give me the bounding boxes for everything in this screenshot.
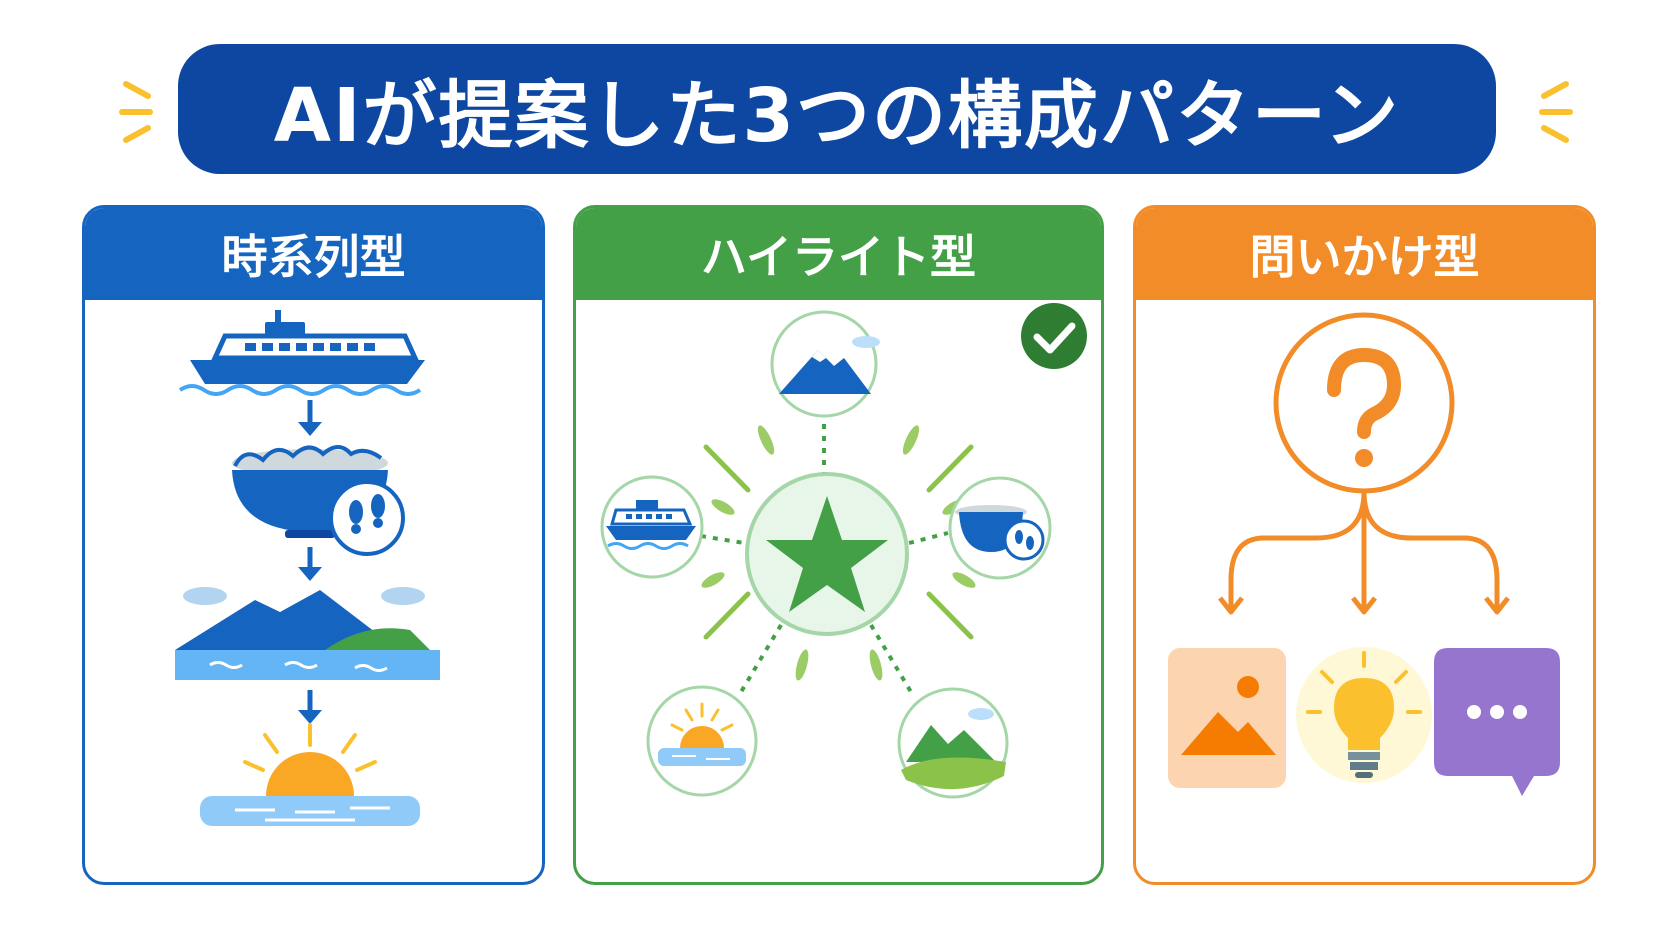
- ramen-bowl-icon: [948, 476, 1052, 580]
- mountain-lake-icon: [175, 587, 440, 680]
- highlight-diagram: [600, 303, 1087, 799]
- question-mark-icon: [1273, 312, 1455, 494]
- sunset-icon: [646, 685, 758, 797]
- card-label: ハイライト型: [700, 230, 977, 284]
- card-header-chronological: 時系列型: [85, 208, 542, 300]
- radiating-rays: [703, 444, 974, 640]
- title-banner: AIが提案した3つの構成パターン: [178, 44, 1496, 174]
- arrow-down-icon: [298, 547, 322, 581]
- star-icon: [745, 472, 909, 636]
- green-hills-icon: [897, 687, 1009, 799]
- mountain-icon: [770, 310, 880, 418]
- right-sparkle-icon: [1539, 81, 1573, 143]
- question-diagram: [1168, 312, 1560, 796]
- card-question[interactable]: 問いかけ型: [1133, 205, 1596, 885]
- sunset-icon: [200, 723, 420, 826]
- card-chronological[interactable]: 時系列型: [82, 205, 545, 885]
- image-icon: [1168, 648, 1286, 788]
- branch-arrows: [1218, 491, 1510, 615]
- card-label: 問いかけ型: [1249, 230, 1480, 284]
- footprints-icon: [329, 480, 405, 556]
- card-highlight[interactable]: ハイライト型: [573, 205, 1104, 885]
- dotted-connectors: [700, 412, 949, 694]
- light-bulb-icon: [1296, 647, 1432, 783]
- checkmark-icon: [1021, 303, 1087, 369]
- arrow-down-icon: [298, 690, 322, 724]
- ferry-icon: [600, 475, 704, 579]
- chronological-flow: [175, 310, 440, 826]
- arrow-down-icon: [298, 400, 322, 436]
- chat-bubble-icon: [1434, 648, 1560, 796]
- card-header-question: 問いかけ型: [1136, 208, 1593, 300]
- card-label: 時系列型: [221, 230, 406, 284]
- page-title: AIが提案した3つの構成パターン: [273, 72, 1401, 159]
- card-header-highlight: ハイライト型: [576, 208, 1101, 300]
- left-sparkle-icon: [119, 81, 153, 143]
- ferry-icon: [178, 310, 425, 396]
